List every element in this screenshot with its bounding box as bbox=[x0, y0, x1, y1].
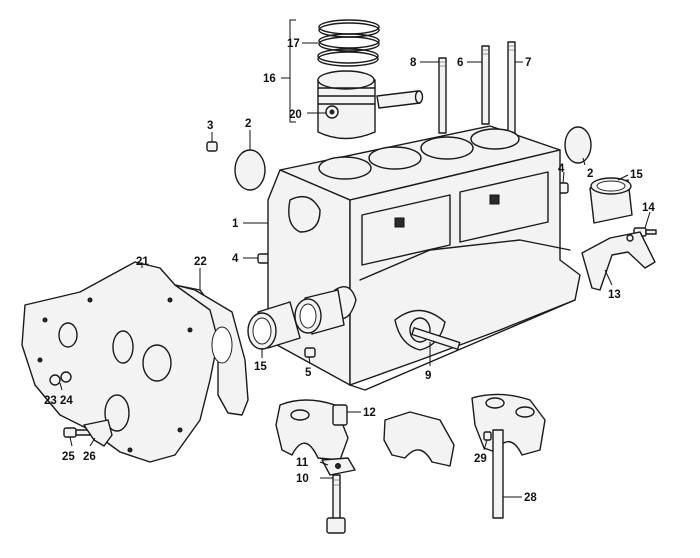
label-2-right: 2 bbox=[587, 168, 593, 180]
label-21: 21 bbox=[136, 256, 149, 268]
label-12: 12 bbox=[363, 407, 376, 419]
leader-lines bbox=[59, 19, 651, 498]
label-15-right: 15 bbox=[630, 169, 643, 181]
front-plate-gasket bbox=[174, 284, 249, 416]
main-bearing-cap-rear bbox=[471, 393, 546, 456]
core-plug-left bbox=[234, 149, 266, 191]
label-3: 3 bbox=[207, 120, 213, 132]
bolt-9 bbox=[411, 327, 461, 350]
label-10: 10 bbox=[296, 473, 309, 485]
engine-front-plate bbox=[21, 261, 219, 463]
label-1: 1 bbox=[232, 218, 239, 230]
label-24: 24 bbox=[60, 395, 73, 407]
label-29: 29 bbox=[474, 453, 487, 465]
label-15-left: 15 bbox=[254, 361, 267, 373]
label-22: 22 bbox=[194, 256, 207, 268]
cylinder-block bbox=[267, 125, 581, 391]
main-bearing-cap-front bbox=[275, 399, 349, 461]
label-4-right: 4 bbox=[558, 163, 565, 175]
label-5: 5 bbox=[305, 367, 312, 379]
label-6: 6 bbox=[457, 57, 463, 69]
label-8: 8 bbox=[410, 57, 417, 69]
cylinder-head-studs bbox=[438, 41, 516, 141]
tab-washer-11 bbox=[321, 457, 356, 476]
core-plug-right bbox=[564, 126, 592, 164]
label-16: 16 bbox=[263, 73, 276, 85]
lock-washer-26 bbox=[83, 419, 113, 447]
camshaft-bearing-right bbox=[589, 177, 633, 224]
mounting-bracket bbox=[581, 231, 656, 291]
stud-28 bbox=[492, 429, 504, 519]
piston-rings bbox=[317, 19, 380, 67]
main-bearing-cap-centre bbox=[383, 411, 455, 467]
label-28: 28 bbox=[524, 492, 537, 504]
gudgeon-pin bbox=[376, 90, 424, 109]
label-9: 9 bbox=[425, 370, 431, 382]
piston bbox=[317, 70, 376, 140]
label-4-left: 4 bbox=[232, 253, 239, 265]
dowel-3 bbox=[206, 141, 218, 152]
camshaft-bearing-left-b bbox=[294, 289, 345, 335]
label-25: 25 bbox=[62, 451, 75, 463]
label-7: 7 bbox=[525, 57, 531, 69]
label-13: 13 bbox=[608, 289, 621, 301]
label-2-left: 2 bbox=[245, 118, 251, 130]
label-14: 14 bbox=[642, 202, 655, 214]
label-23: 23 bbox=[44, 395, 57, 407]
screw-5 bbox=[304, 347, 316, 358]
label-11: 11 bbox=[296, 457, 309, 469]
label-17: 17 bbox=[287, 38, 300, 50]
dowel-29 bbox=[483, 431, 492, 441]
camshaft-bearing-left-a bbox=[247, 301, 301, 350]
label-26: 26 bbox=[83, 451, 96, 463]
bolt-washer-23-24 bbox=[49, 371, 72, 386]
label-20: 20 bbox=[289, 109, 302, 121]
callout-labels: 17 16 20 8 6 7 3 2 2 1 4 4 15 14 13 9 5 … bbox=[44, 38, 655, 504]
bolt-12 bbox=[332, 404, 348, 426]
bolt-10 bbox=[326, 474, 346, 534]
